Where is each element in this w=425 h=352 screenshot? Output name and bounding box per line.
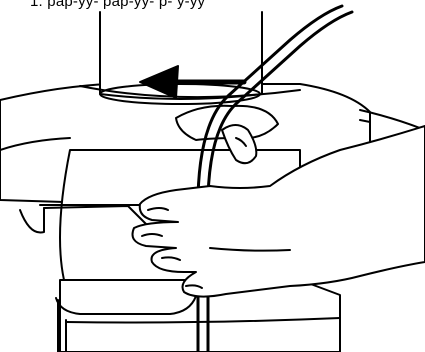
illustration — [0, 0, 425, 352]
